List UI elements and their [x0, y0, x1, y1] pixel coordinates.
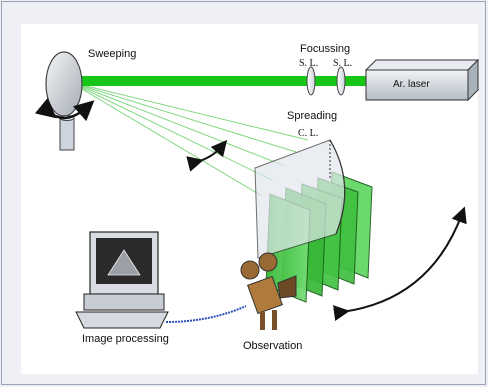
computer-icon [75, 231, 169, 329]
spherical-lens-icon [336, 66, 346, 96]
focussing-label: Focussing [300, 43, 351, 55]
sheet-rotation-arrow-icon [332, 206, 467, 322]
observation-label: Observation [243, 340, 303, 352]
sweeping-label: Sweeping [88, 48, 137, 60]
rotating-mirror-icon [45, 51, 83, 151]
laser-beam [68, 76, 390, 86]
argon-laser-icon [364, 58, 480, 102]
spreading-label: Spreading [287, 110, 338, 122]
swept-beam-fan [69, 81, 309, 197]
spherical-lens-label-2: S. L. [333, 58, 353, 69]
fan-rotation-arrow-icon [186, 139, 228, 172]
spherical-lens-icon [306, 66, 316, 96]
data-cable [165, 305, 247, 323]
cylindrical-lens-label: C. L. [298, 128, 319, 139]
laser-label: Ar. laser [393, 79, 430, 90]
spherical-lens-label-1: S. L. [299, 58, 319, 69]
mirror-rotation-arrow-icon [34, 97, 95, 122]
image-processing-label: Image processing [82, 333, 169, 345]
video-camera-icon [240, 252, 297, 330]
